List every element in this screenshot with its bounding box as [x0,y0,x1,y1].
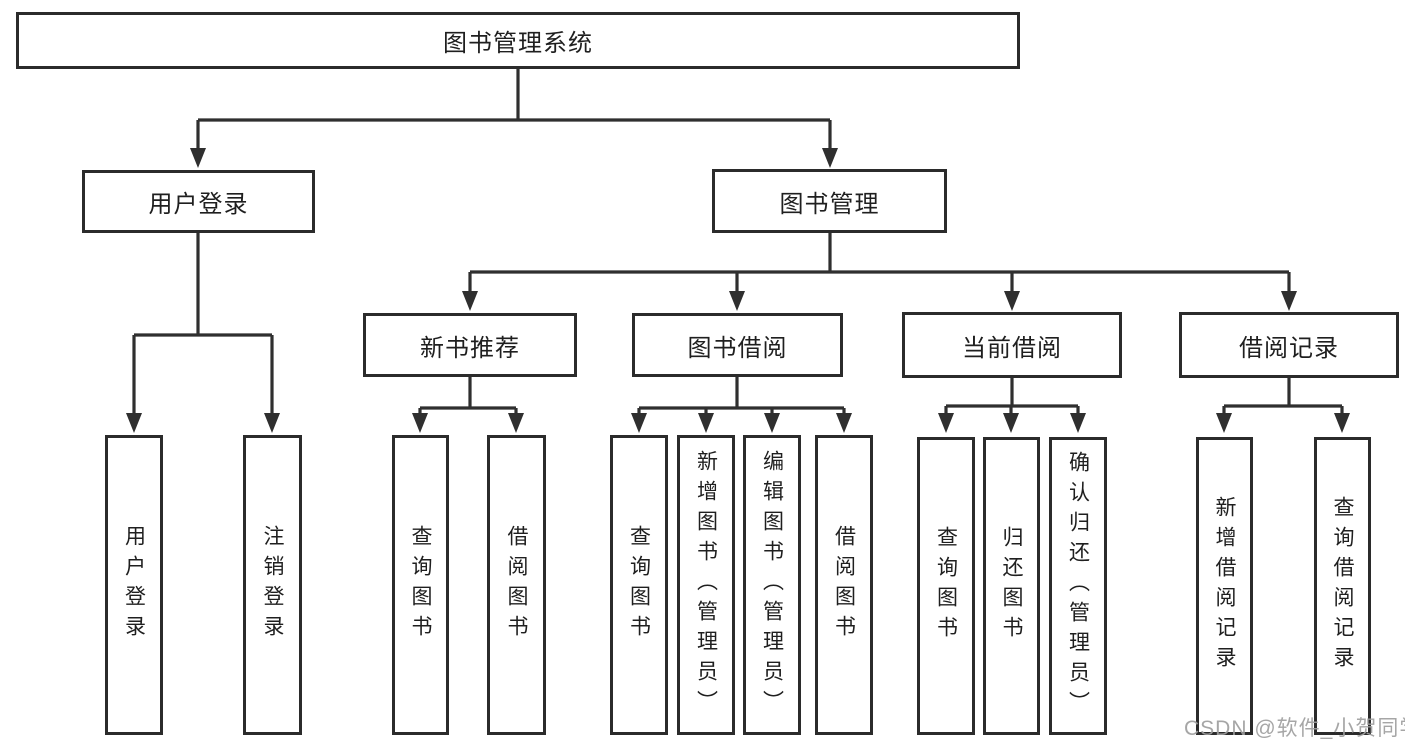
edge-book-borrow-trunk [637,377,846,418]
leaf-borrow-books-1: 借阅图书 [487,435,546,735]
edge-book-mgmt-trunk [468,233,1291,296]
csdn-watermark: CSDN @软件_小贺同学 [1184,717,1405,740]
node-book-management: 图书管理 [712,169,947,233]
leaf-logout: 注销登录 [243,435,302,735]
node-book-borrow: 图书借阅 [632,313,843,377]
leaf-query-borrow-record: 查询借阅记录 [1314,437,1371,735]
edge-user-login-trunk [132,233,274,418]
node-current-borrow: 当前借阅 [902,312,1122,378]
leaf-add-borrow-record: 新增借阅记录 [1196,437,1253,735]
leaf-query-books-3: 查询图书 [917,437,975,735]
leaf-query-books-2: 查询图书 [610,435,668,735]
node-user-login: 用户登录 [82,170,315,233]
edge-current-borrow-trunk [944,378,1080,418]
edge-new-books-trunk [418,377,518,418]
leaf-return-book: 归还图书 [983,437,1040,735]
node-new-book-recommend: 新书推荐 [363,313,577,377]
leaf-edit-book-admin: 编辑图书（管理员） [743,435,801,735]
edge-root-trunk [196,68,832,152]
leaf-confirm-return-admin: 确认归还（管理员） [1049,437,1107,735]
edge-borrow-records-trunk [1222,378,1344,418]
node-system-root: 图书管理系统 [16,12,1020,69]
leaf-borrow-books-2: 借阅图书 [815,435,873,735]
leaf-add-book-admin: 新增图书（管理员） [677,435,735,735]
leaf-user-login: 用户登录 [105,435,163,735]
arrowheads [126,148,1350,433]
node-borrow-records: 借阅记录 [1179,312,1399,378]
leaf-query-books-1: 查询图书 [392,435,449,735]
